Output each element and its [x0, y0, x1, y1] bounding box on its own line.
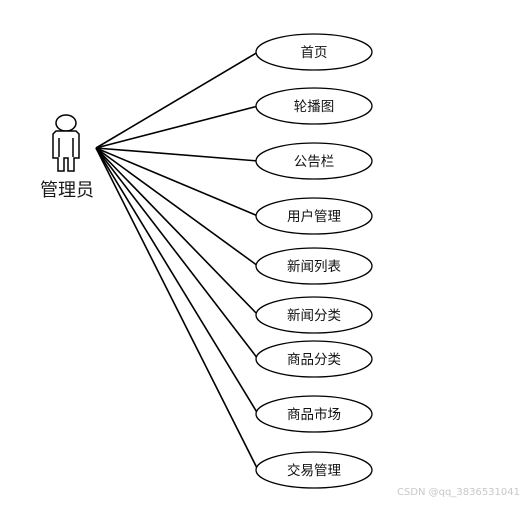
use-case-node: 用户管理	[255, 197, 373, 235]
use-case-node: 公告栏	[255, 142, 373, 180]
actor-stick-figure-icon	[52, 114, 80, 172]
association-line	[95, 105, 259, 149]
use-case-label: 首页	[301, 45, 328, 61]
association-line	[95, 147, 259, 415]
use-case-label: 商品市场	[287, 406, 341, 423]
association-line	[95, 147, 259, 360]
association-line	[95, 147, 259, 162]
use-case-ellipse	[255, 247, 373, 285]
use-case-label: 交易管理	[287, 462, 341, 479]
association-line	[95, 147, 259, 471]
use-case-node: 商品分类	[255, 340, 373, 378]
use-case-label: 新闻分类	[287, 308, 341, 324]
association-line	[95, 147, 259, 217]
use-case-node: 商品市场	[255, 395, 373, 433]
use-case-label: 公告栏	[294, 154, 335, 170]
use-case-ellipse	[255, 33, 373, 71]
use-case-ellipse	[255, 451, 373, 489]
use-case-ellipse	[255, 87, 373, 125]
use-case-ellipse	[255, 395, 373, 433]
use-case-node: 轮播图	[255, 87, 373, 125]
use-case-node: 新闻列表	[255, 247, 373, 285]
use-case-node: 交易管理	[255, 451, 373, 489]
use-case-label: 商品分类	[287, 352, 341, 368]
use-case-label: 新闻列表	[287, 259, 341, 275]
use-case-ellipse	[255, 197, 373, 235]
association-line	[95, 51, 259, 149]
use-case-ellipse	[255, 296, 373, 334]
watermark-text: CSDN @qq_3836531041	[396, 487, 520, 498]
use-case-node: 首页	[255, 33, 373, 71]
use-case-label: 轮播图	[294, 99, 335, 115]
actor-label: 管理员	[40, 180, 94, 201]
use-case-label: 用户管理	[287, 208, 341, 225]
use-case-ellipse	[255, 340, 373, 378]
association-line	[95, 147, 259, 316]
use-case-ellipse	[255, 142, 373, 180]
association-line	[95, 147, 259, 267]
use-case-node: 新闻分类	[255, 296, 373, 334]
